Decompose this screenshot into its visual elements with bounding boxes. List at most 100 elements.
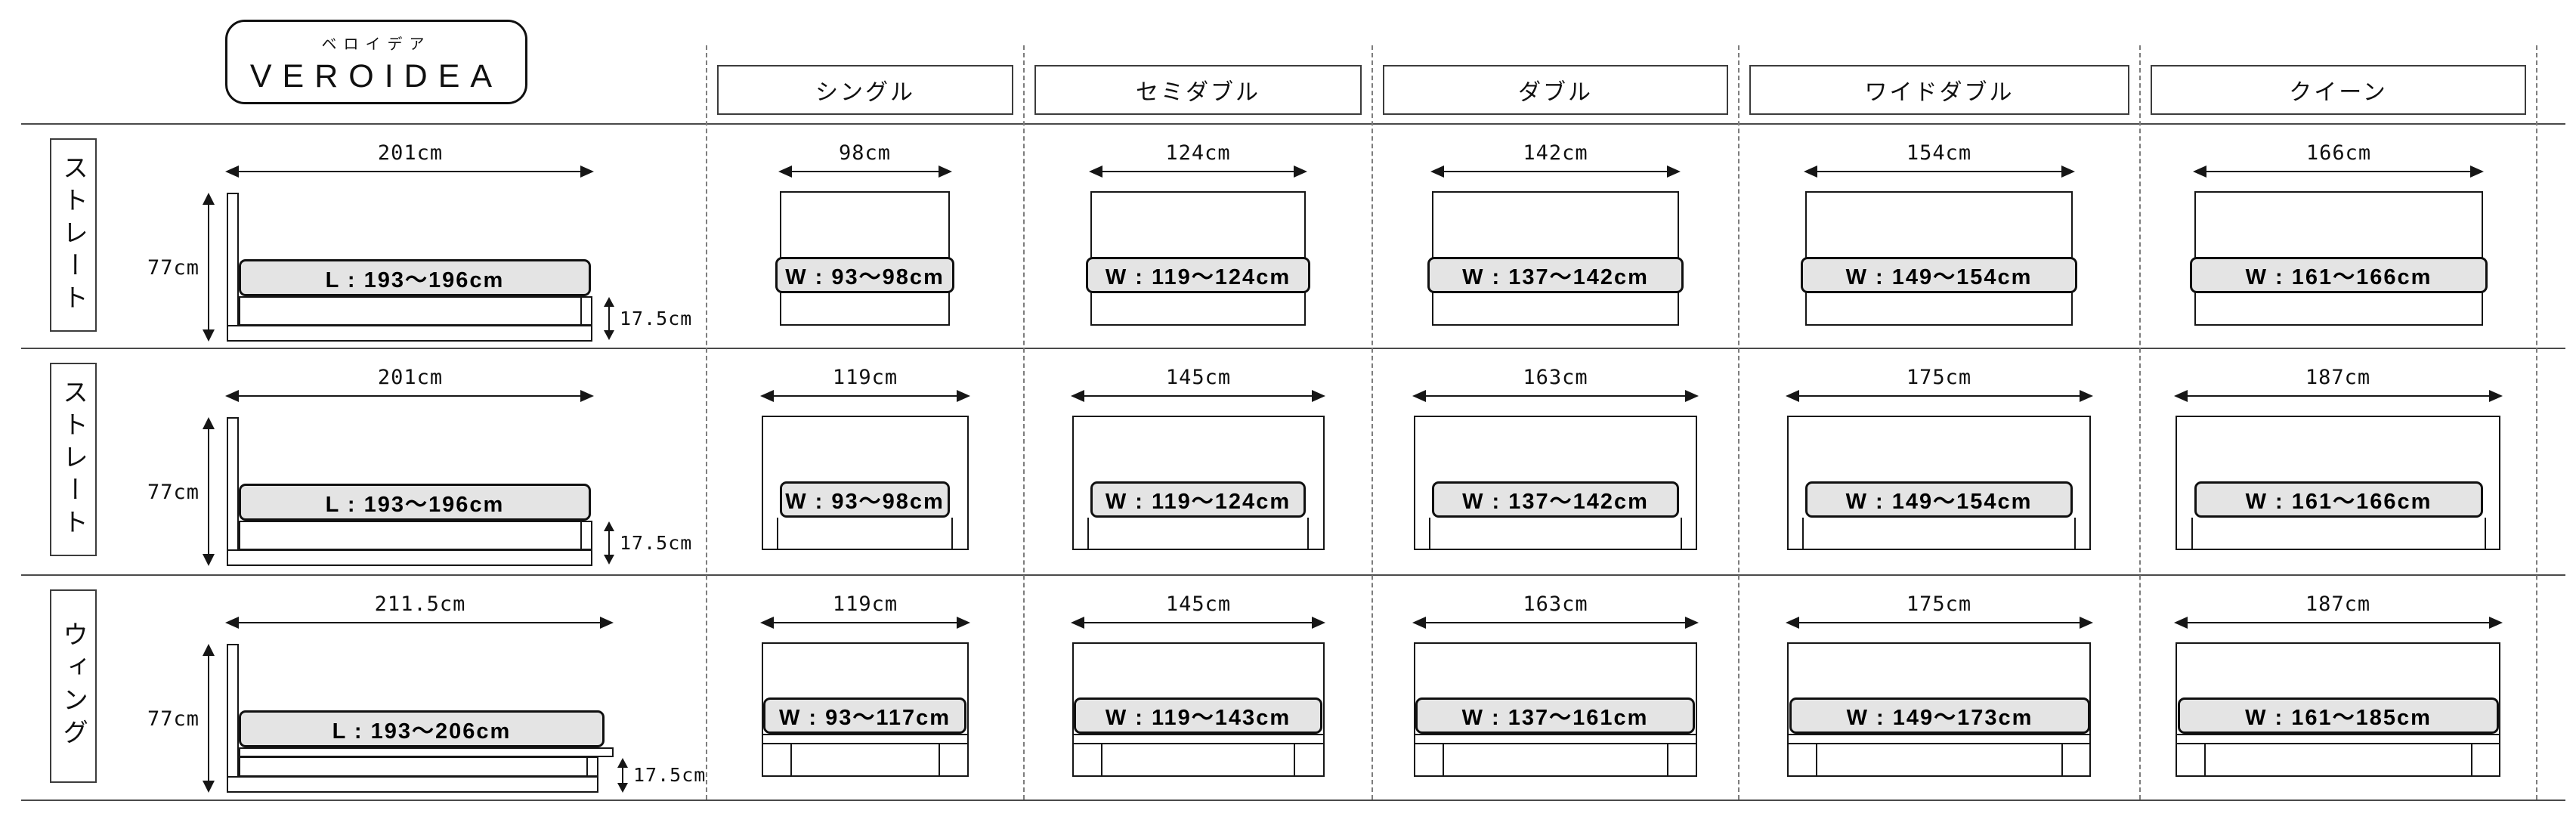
front-1-2-mattress: W : 137〜142cm <box>1432 481 1679 518</box>
front-2-3-foot-shelf <box>1787 734 2091 744</box>
front-2-4-width-arrow-line <box>2185 622 2491 623</box>
front-1-4-width-arrow-line <box>2185 395 2491 397</box>
side-0-length-arrow-head-left-icon <box>225 165 239 178</box>
front-0-3-mattress: W : 149〜154cm <box>1801 257 2077 293</box>
side-1-platform <box>239 521 592 550</box>
front-2-1-leg-line-right <box>1294 744 1295 777</box>
size-header-2: ダブル <box>1383 65 1728 115</box>
side-0-height-dim: 77cm <box>147 256 199 280</box>
front-2-2-width-dim: 163cm <box>1523 592 1588 616</box>
front-1-4-platform <box>2191 518 2486 550</box>
frame-type-label-1: ストレート <box>58 378 88 541</box>
side-1-footboard-line <box>580 522 582 549</box>
row-separator-line-1 <box>21 348 2565 349</box>
side-1-height-arrow-line <box>208 427 209 556</box>
front-0-4-mattress: W : 161〜166cm <box>2190 257 2488 293</box>
front-2-0-mattress-label: W : 93〜117cm <box>778 706 951 730</box>
front-2-4-width-arrow-head-right-icon <box>2489 617 2503 629</box>
brand-kana: ベロイデア <box>321 36 431 53</box>
front-2-4-width-arrow-head-left-icon <box>2174 617 2188 629</box>
side-2-base-height-arrow-head-down-icon <box>617 783 628 793</box>
front-2-3-mattress: W : 149〜173cm <box>1789 697 2090 734</box>
front-2-0-width-arrow-head-left-icon <box>760 617 774 629</box>
front-0-3-width-arrow-head-left-icon <box>1804 165 1817 178</box>
front-2-0-width-dim: 119cm <box>832 592 898 616</box>
front-2-3-width-arrow-head-right-icon <box>2080 617 2093 629</box>
front-0-0-width-dim: 98cm <box>838 141 892 165</box>
column-separator-dashed-3 <box>1738 45 1739 800</box>
brand-name: VEROIDEA <box>249 58 503 94</box>
front-0-2-width-arrow-line <box>1442 171 1669 172</box>
front-2-0-width-arrow-head-right-icon <box>957 617 970 629</box>
side-1-base-height-dim: 17.5cm <box>620 532 693 554</box>
front-2-2-mattress-label: W : 137〜161cm <box>1461 706 1649 730</box>
front-1-1-platform <box>1087 518 1309 550</box>
size-header-0: シングル <box>717 65 1013 115</box>
front-1-3-width-dim: 175cm <box>1906 366 1972 389</box>
front-1-0-width-dim: 119cm <box>832 366 898 389</box>
front-1-3-width-arrow-head-right-icon <box>2080 390 2093 402</box>
column-separator-dashed-1 <box>1023 45 1025 800</box>
side-2-length-arrow-line <box>237 622 602 623</box>
front-0-2-width-dim: 142cm <box>1523 141 1588 165</box>
front-0-1-width-arrow-line <box>1100 171 1296 172</box>
side-0-base-height-arrow-line <box>608 305 610 332</box>
front-2-3-mattress-label: W : 149〜173cm <box>1846 706 2033 730</box>
front-0-4-width-arrow-line <box>2204 171 2473 172</box>
side-1-height-arrow-head-down-icon <box>203 554 215 566</box>
front-2-4-mattress-label: W : 161〜185cm <box>2245 706 2432 730</box>
side-0-height-arrow-head-down-icon <box>203 329 215 342</box>
front-0-1-mattress-label: W : 119〜124cm <box>1105 265 1291 289</box>
side-1-base-height-arrow-head-up-icon <box>604 521 614 531</box>
size-header-1: セミダブル <box>1034 65 1362 115</box>
size-header-label-2: ダブル <box>1518 80 1593 105</box>
front-2-2-width-arrow-line <box>1424 622 1687 623</box>
front-1-0-mattress-label: W : 93〜98cm <box>785 490 945 514</box>
front-0-4-mattress-label: W : 161〜166cm <box>2245 265 2432 289</box>
side-0-length-dim: 201cm <box>377 141 444 165</box>
column-separator-dashed-4 <box>2139 45 2141 800</box>
front-2-0-mattress: W : 93〜117cm <box>763 697 966 734</box>
column-separator-dashed-0 <box>706 45 707 800</box>
front-2-0-leg-line-right <box>939 744 940 777</box>
side-1-length-arrow-head-left-icon <box>225 390 239 402</box>
side-2-base-height-arrow-head-up-icon <box>617 758 628 768</box>
side-2-height-arrow-head-down-icon <box>203 781 215 793</box>
front-0-1-mattress: W : 119〜124cm <box>1086 257 1310 293</box>
frame-type-box-0: ストレート <box>50 138 97 332</box>
front-1-3-width-arrow-head-left-icon <box>1786 390 1799 402</box>
side-1-mattress-label: L : 193〜196cm <box>325 492 505 517</box>
column-separator-dashed-2 <box>1371 45 1373 800</box>
side-0-mattress: L : 193〜196cm <box>239 259 591 296</box>
front-1-4-width-dim: 187cm <box>2305 366 2371 389</box>
front-1-2-platform <box>1429 518 1682 550</box>
front-2-2-foot-shelf <box>1414 734 1697 744</box>
front-2-0-foot-shelf <box>762 734 969 744</box>
side-0-headboard <box>227 193 239 342</box>
front-2-1-mattress-label: W : 119〜143cm <box>1105 706 1291 730</box>
side-0-base-height-arrow-head-down-icon <box>604 330 614 340</box>
front-2-1-foot-shelf <box>1072 734 1325 744</box>
front-0-0-mattress: W : 93〜98cm <box>775 257 954 293</box>
front-2-2-leg-line-left <box>1443 744 1444 777</box>
front-2-0-width-arrow-line <box>772 622 959 623</box>
front-0-2-mattress: W : 137〜142cm <box>1427 257 1684 293</box>
front-2-1-width-arrow-head-left-icon <box>1071 617 1084 629</box>
side-2-height-dim: 77cm <box>147 707 199 731</box>
size-header-label-3: ワイドダブル <box>1864 80 2015 105</box>
frame-type-label-2: ウィング <box>58 621 88 751</box>
side-2-length-arrow-head-left-icon <box>225 617 239 629</box>
front-1-1-mattress-label: W : 119〜124cm <box>1105 490 1291 514</box>
side-2-height-arrow-line <box>208 654 209 783</box>
front-0-1-width-arrow-head-left-icon <box>1089 165 1102 178</box>
side-1-headboard <box>227 417 239 566</box>
front-1-3-platform <box>1802 518 2076 550</box>
front-0-0-mattress-label: W : 93〜98cm <box>785 265 945 289</box>
side-0-base-height-dim: 17.5cm <box>620 308 693 329</box>
front-2-2-width-arrow-head-right-icon <box>1685 617 1699 629</box>
side-2-headboard <box>227 644 239 793</box>
front-1-4-mattress: W : 161〜166cm <box>2194 481 2483 518</box>
front-2-4-foot-shelf <box>2176 734 2500 744</box>
front-1-4-width-arrow-head-left-icon <box>2174 390 2188 402</box>
side-1-base-height-arrow-head-down-icon <box>604 555 614 564</box>
